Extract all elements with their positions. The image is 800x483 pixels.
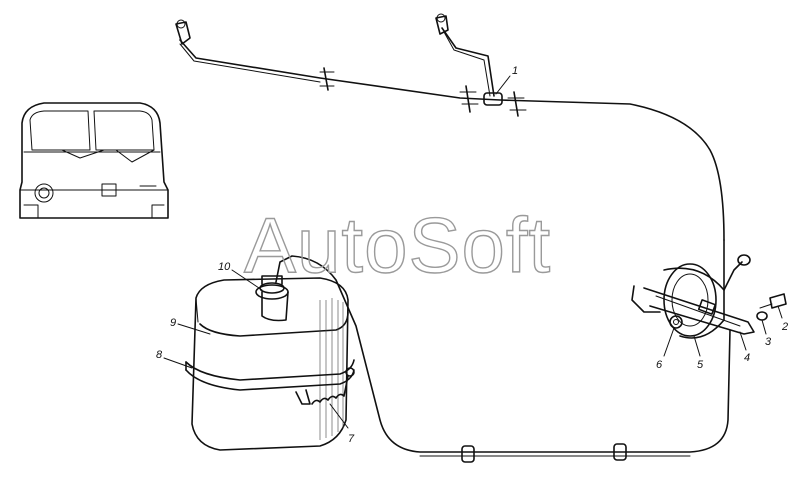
nozzle-right [435, 13, 449, 35]
strap-tension-spring [311, 367, 355, 405]
tee-connector [459, 85, 527, 117]
callout-8: 8 [156, 349, 163, 361]
nozzle-left [175, 19, 191, 45]
callout-4: 4 [744, 352, 750, 364]
callout-6: 6 [656, 359, 663, 371]
callout-10: 10 [218, 261, 231, 273]
callout-labels: 1 2 3 4 5 6 7 8 9 10 [156, 65, 788, 445]
washer-pump-assembly [631, 254, 755, 339]
hose-lines [179, 27, 731, 457]
callout-7: 7 [348, 433, 355, 445]
vehicle-front-view [19, 102, 169, 219]
reservoir-strap [185, 359, 355, 405]
leader-lines [163, 75, 783, 429]
callout-1: 1 [512, 65, 518, 77]
callout-9: 9 [170, 317, 176, 329]
callout-3: 3 [765, 336, 772, 348]
hose-coupling-bottom [461, 443, 627, 463]
watermark-text: AutoSoft [244, 201, 551, 289]
washer-reservoir [191, 275, 349, 451]
callout-2: 2 [781, 321, 788, 333]
callout-5: 5 [697, 359, 704, 371]
hose-clip-left [319, 67, 335, 91]
